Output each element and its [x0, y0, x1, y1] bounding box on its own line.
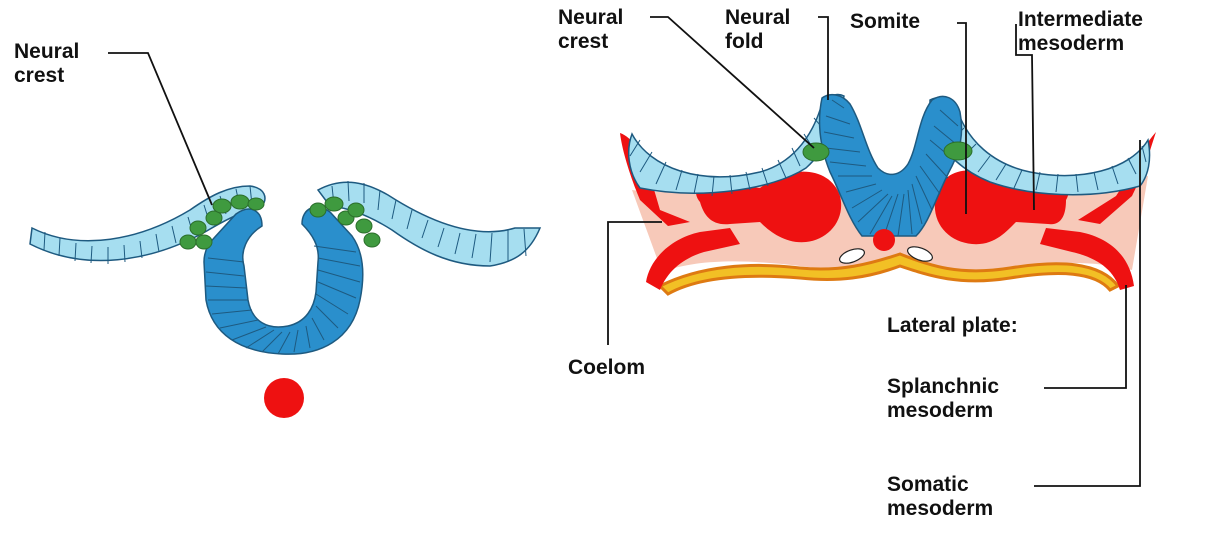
neural-crest-cells-right: [944, 142, 972, 160]
left-neural-crest-label: Neural crest: [14, 40, 79, 88]
lateral-plate-label: Lateral plate:: [887, 314, 1018, 338]
coelom-label: Coelom: [568, 356, 645, 380]
right-panel-drawing: [620, 95, 1156, 294]
neural-fold-label: Neural fold: [725, 6, 790, 54]
somatic-mesoderm-label: Somatic mesoderm: [887, 473, 993, 521]
splanchnic-leader: [1044, 285, 1126, 388]
neural-crest-cells-left: [803, 143, 829, 161]
splanchnic-mesoderm-label: Splanchnic mesoderm: [887, 375, 999, 423]
neural-crest-label: Neural crest: [558, 6, 623, 54]
left-panel-drawing: [30, 53, 540, 418]
somite-label: Somite: [850, 10, 920, 34]
intermediate-mesoderm-label: Intermediate mesoderm: [1018, 8, 1143, 56]
left-neural-plate: [204, 207, 363, 354]
left-neural-crest-leader: [108, 53, 212, 205]
neural-fold-leader: [818, 17, 828, 100]
left-notochord: [264, 378, 304, 418]
right-notochord: [873, 229, 895, 251]
